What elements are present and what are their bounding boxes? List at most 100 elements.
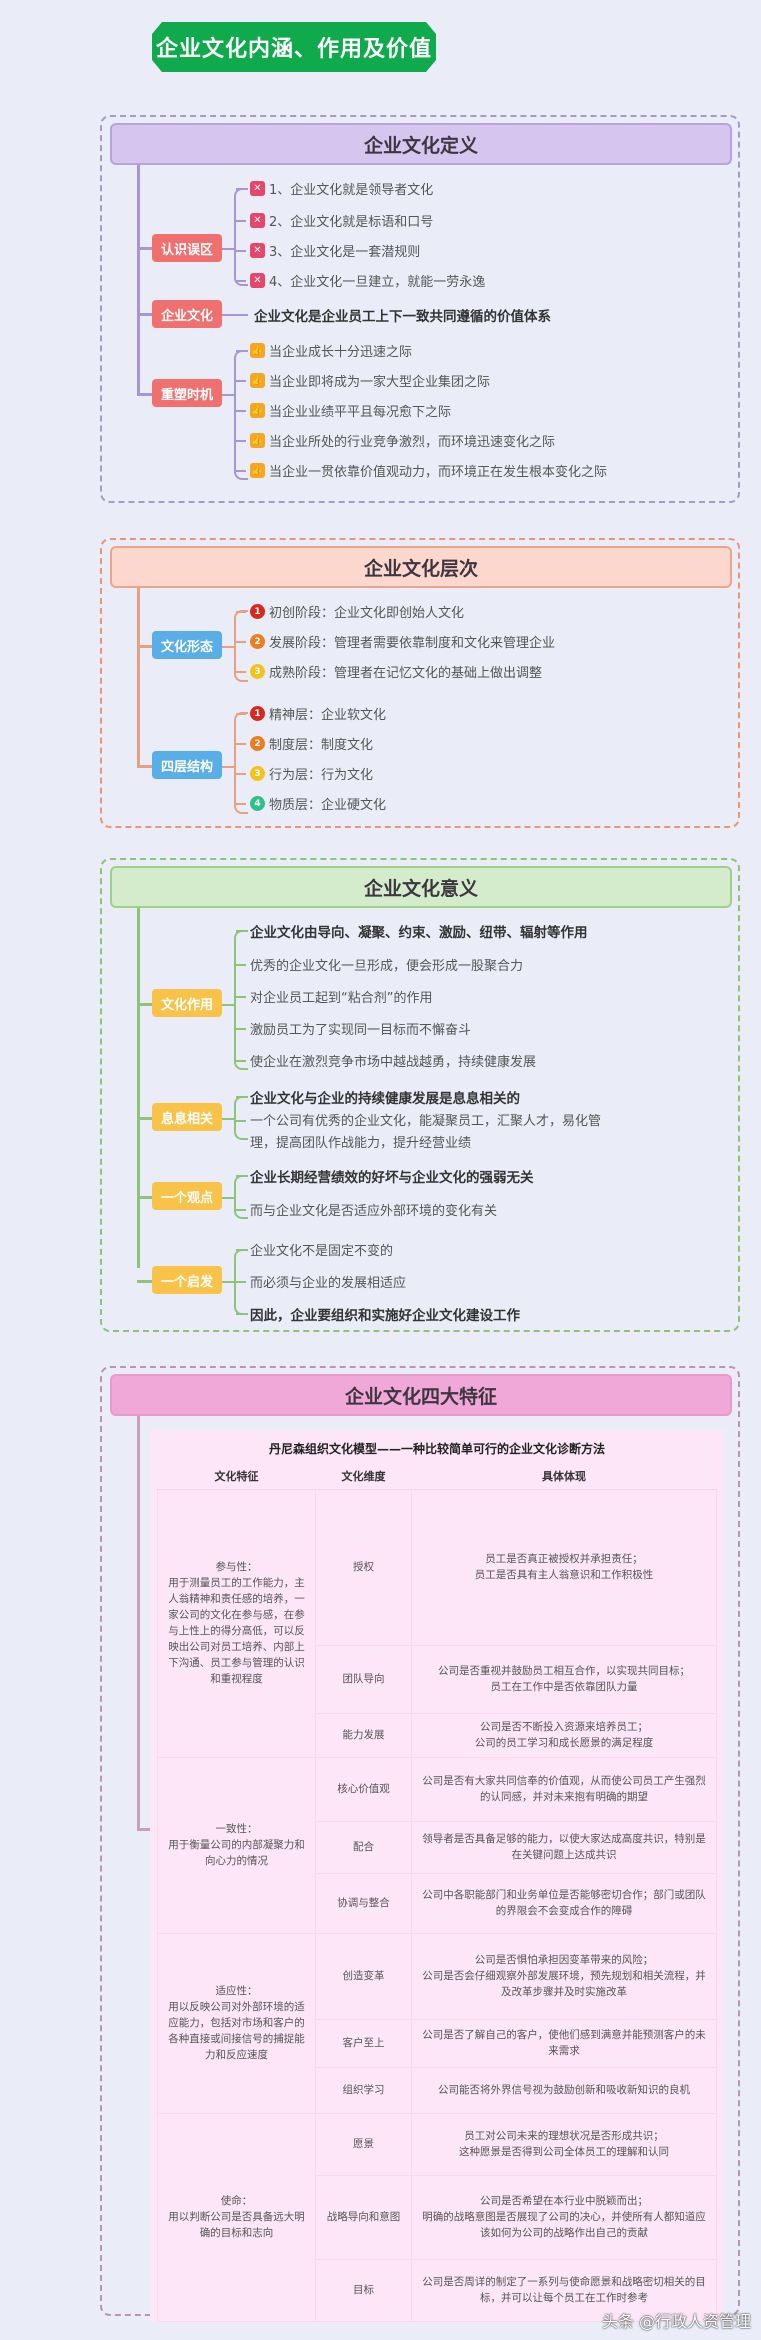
culture-dimension-cell: 能力发展 xyxy=(315,1712,412,1758)
culture-dimension-cell: 团队导向 xyxy=(315,1644,412,1714)
table-row: 战略导向和意图公司是否希望在本行业中脱颖而出；明确的战略意图是否展现了公司的决心… xyxy=(158,2174,717,2260)
tag-culture-role[interactable]: 文化作用 xyxy=(152,989,222,1017)
features-header: 企业文化四大特征 xyxy=(110,1374,732,1416)
table-row: 一致性：用于衡量公司的内部凝聚力和向心力的情况核心价值观公司是否有大家共同信奉的… xyxy=(157,1756,717,1934)
table-row: 能力发展公司是否不断投入资源来培养员工；公司的员工学习和成长愿景的满足程度 xyxy=(158,1712,717,1758)
page-title: 企业文化内涵、作用及价值 xyxy=(152,22,436,72)
tag-misconceptions[interactable]: 认识误区 xyxy=(152,234,222,262)
culture-feature-cell: 一致性：用于衡量公司的内部凝聚力和向心力的情况 xyxy=(157,1756,316,1934)
meaning-header: 企业文化意义 xyxy=(110,866,732,908)
culture-form-item: 1 初创阶段：企业文化即创始人文化 xyxy=(250,602,464,621)
tag-culture-forms[interactable]: 文化形态 xyxy=(152,631,222,659)
misconception-item: ✕4、企业文化一旦建立，就能一劳永逸 xyxy=(250,271,485,290)
tag-culture[interactable]: 企业文化 xyxy=(152,300,222,328)
reshape-timing-text: 当企业一贯依靠价值观动力，而环境正在发生根本变化之际 xyxy=(269,465,608,480)
culture-dimension-cell: 配合 xyxy=(315,1820,412,1874)
table-row: 参与性：用于测量员工的工作能力，主人翁精神和责任感的培养，一家公司的文化在参与感… xyxy=(157,1488,717,1758)
closely-related-text: 企业文化与企业的持续健康发展是息息相关的 xyxy=(250,1091,520,1107)
detail-cell: 公司中各职能部门和业务单位是否能够密切合作；部门或团队的界限会不会变成合作的障碍 xyxy=(411,1872,717,1934)
reshape-timing-text: 当企业成长十分迅速之际 xyxy=(269,345,413,360)
inspiration-text: 因此，企业要组织和实施好企业文化建设工作 xyxy=(250,1308,520,1324)
detail-cell: 公司是否周详的制定了一系列与使命愿景和战略密切相关的目标，并可以让每个员工在工作… xyxy=(411,2258,717,2322)
inspiration-item: 企业文化不是固定不变的 xyxy=(250,1240,393,1259)
table-row: 适应性：用以反映公司对外部环境的适应能力，包括对市场和客户的各种直接或间接信号的… xyxy=(157,1932,717,2114)
reshape-timing-item: 👍 当企业一贯依靠价值观动力，而环境正在发生根本变化之际 xyxy=(250,461,607,480)
table-row: 客户至上公司是否了解自己的客户，使他们感到满意并能预测客户的未来需求 xyxy=(158,2018,717,2068)
tag-viewpoint[interactable]: 一个观点 xyxy=(152,1182,222,1210)
culture-form-text: 发展阶段：管理者需要依靠制度和文化来管理企业 xyxy=(269,636,556,651)
culture-role-text: 优秀的企业文化一旦形成，便会形成一股聚合力 xyxy=(250,959,524,974)
closely-related-text: 一个公司有优秀的企业文化，能凝聚员工，汇聚人才，易化管理，提高团队作战能力，提升… xyxy=(250,1114,602,1151)
reshape-timing-item: 👍 当企业即将成为一家大型企业集团之际 xyxy=(250,371,490,390)
misconception-item: ✕2、企业文化就是标语和口号 xyxy=(250,211,433,230)
thumbs-up-icon: 👍 xyxy=(250,433,265,448)
thumbs-up-icon: 👍 xyxy=(250,463,265,478)
detail-cell: 员工对公司未来的理想状况是否形成共识；这种愿景是否得到公司全体员工的理解和认同 xyxy=(411,2112,717,2176)
denison-model-table-card: 丹尼森组织文化模型——一种比较简单可行的企业文化诊断方法 文化特征 文化维度 具… xyxy=(150,1430,724,2322)
thumbs-up-icon: 👍 xyxy=(250,403,265,418)
inspiration-text: 企业文化不是固定不变的 xyxy=(250,1244,394,1259)
culture-dimension-cell: 授权 xyxy=(315,1488,412,1646)
culture-dimension-cell: 创造变革 xyxy=(315,1932,412,2020)
viewpoint-text: 而与企业文化是否适应外部环境的变化有关 xyxy=(250,1204,498,1219)
culture-layer-text: 制度层：制度文化 xyxy=(269,738,374,753)
reshape-timing-text: 当企业即将成为一家大型企业集团之际 xyxy=(269,375,491,390)
culture-dimension-cell: 协调与整合 xyxy=(315,1872,412,1934)
culture-role-item: 使企业在激烈竞争市场中越战越勇，持续健康发展 xyxy=(250,1051,536,1070)
closely-related-item: 一个公司有优秀的企业文化，能凝聚员工，汇聚人才，易化管理，提高团队作战能力，提升… xyxy=(250,1111,610,1155)
detail-cell: 公司是否不断投入资源来培养员工；公司的员工学习和成长愿景的满足程度 xyxy=(411,1712,717,1758)
culture-feature-cell: 使命：用以判断公司是否具备远大明确的目标和志向 xyxy=(157,2112,316,2322)
table-row: 团队导向公司是否重视并鼓励员工相互合作，以实现共同目标；员工在工作中是否依靠团队… xyxy=(158,1644,717,1714)
misconception-text: 2、企业文化就是标语和口号 xyxy=(269,215,434,230)
number-2-icon: 2 xyxy=(250,736,265,751)
misconception-text: 1、企业文化就是领导者文化 xyxy=(269,183,434,198)
culture-dimension-cell: 组织学习 xyxy=(315,2066,412,2114)
culture-definition-text: 企业文化是企业员工上下一致共同遵循的价值体系 xyxy=(254,309,551,325)
culture-layer-text: 物质层：企业硬文化 xyxy=(269,798,387,813)
tag-closely-related[interactable]: 息息相关 xyxy=(152,1103,222,1131)
detail-cell: 公司是否惧怕承担因变革带来的风险；公司是否会仔细观察外部发展环境，预先规划和相关… xyxy=(411,1932,717,2020)
detail-cell: 公司能否将外界信号视为鼓励创新和吸收新知识的良机 xyxy=(411,2066,717,2114)
culture-feature-cell: 适应性：用以反映公司对外部环境的适应能力，包括对市场和客户的各种直接或间接信号的… xyxy=(157,1932,316,2114)
culture-dimension-cell: 核心价值观 xyxy=(315,1756,412,1822)
culture-layer-item: 2 制度层：制度文化 xyxy=(250,734,373,753)
misconception-text: 4、企业文化一旦建立，就能一劳永逸 xyxy=(269,275,486,290)
misconception-item: ✕ 3、企业文化是一套潜规则 xyxy=(250,241,420,260)
number-1-icon: 1 xyxy=(250,706,265,721)
culture-form-text: 成熟阶段：管理者在记忆文化的基础上做出调整 xyxy=(269,666,543,681)
culture-dimension-cell: 目标 xyxy=(315,2258,412,2322)
denison-model-table: 文化特征 文化维度 具体体现 参与性：用于测量员工的工作能力，主人翁精神和责任感… xyxy=(157,1463,717,2322)
number-2-icon: 2 xyxy=(250,634,265,649)
culture-form-text: 初创阶段：企业文化即创始人文化 xyxy=(269,606,465,621)
culture-feature-cell: 参与性：用于测量员工的工作能力，主人翁精神和责任感的培养，一家公司的文化在参与感… xyxy=(157,1488,316,1758)
x-mark-icon: ✕ xyxy=(250,243,265,258)
number-1-icon: 1 xyxy=(250,604,265,619)
tag-four-layers[interactable]: 四层结构 xyxy=(152,751,222,779)
viewpoint-item: 企业长期经营绩效的好坏与企业文化的强弱无关 xyxy=(250,1166,534,1186)
col-header-detail: 具体体现 xyxy=(411,1463,717,1490)
reshape-timing-item: 👍当企业所处的行业竞争激烈，而环境迅速变化之际 xyxy=(250,431,555,450)
detail-cell: 公司是否有大家共同信奉的价值观，从而使公司员工产生强烈的认同感，并对未来抱有明确… xyxy=(411,1756,717,1822)
tag-inspiration[interactable]: 一个启发 xyxy=(152,1266,222,1294)
levels-header: 企业文化层次 xyxy=(110,546,732,588)
detail-cell: 公司是否重视并鼓励员工相互合作，以实现共同目标；员工在工作中是否依靠团队力量 xyxy=(411,1644,717,1714)
table-row: 目标公司是否周详的制定了一系列与使命愿景和战略密切相关的目标，并可以让每个员工在… xyxy=(158,2258,717,2322)
misconception-text: 3、企业文化是一套潜规则 xyxy=(269,245,421,260)
detail-cell: 员工是否真正被授权并承担责任；员工是否具有主人翁意识和工作积极性 xyxy=(411,1488,717,1646)
reshape-timing-item: 👍 当企业业绩平平且每况愈下之际 xyxy=(250,401,451,420)
thumbs-up-icon: 👍 xyxy=(250,373,265,388)
detail-cell: 领导者是否具备足够的能力，以使大家达成高度共识，特别是在关键问题上达成共识 xyxy=(411,1820,717,1874)
culture-role-item: 激励员工为了实现同一目标而不懈奋斗 xyxy=(250,1019,471,1038)
culture-dimension-cell: 战略导向和意图 xyxy=(315,2174,412,2260)
section-definition: 企业文化定义 认识误区 企业文化 企业文化是企业员工上下一致共同遵循的价值体系 … xyxy=(100,115,740,503)
culture-role-text: 使企业在激烈竞争市场中越战越勇，持续健康发展 xyxy=(250,1055,537,1070)
reshape-timing-text: 当企业业绩平平且每况愈下之际 xyxy=(269,405,452,420)
culture-layer-item: 4 物质层：企业硬文化 xyxy=(250,794,386,813)
tag-reshape-timing[interactable]: 重塑时机 xyxy=(152,379,222,407)
detail-cell: 公司是否了解自己的客户，使他们感到满意并能预测客户的未来需求 xyxy=(411,2018,717,2068)
culture-role-text: 对企业员工起到“粘合剂”的作用 xyxy=(250,991,433,1006)
culture-dimension-cell: 愿景 xyxy=(315,2112,412,2176)
number-4-icon: 4 xyxy=(250,796,265,811)
